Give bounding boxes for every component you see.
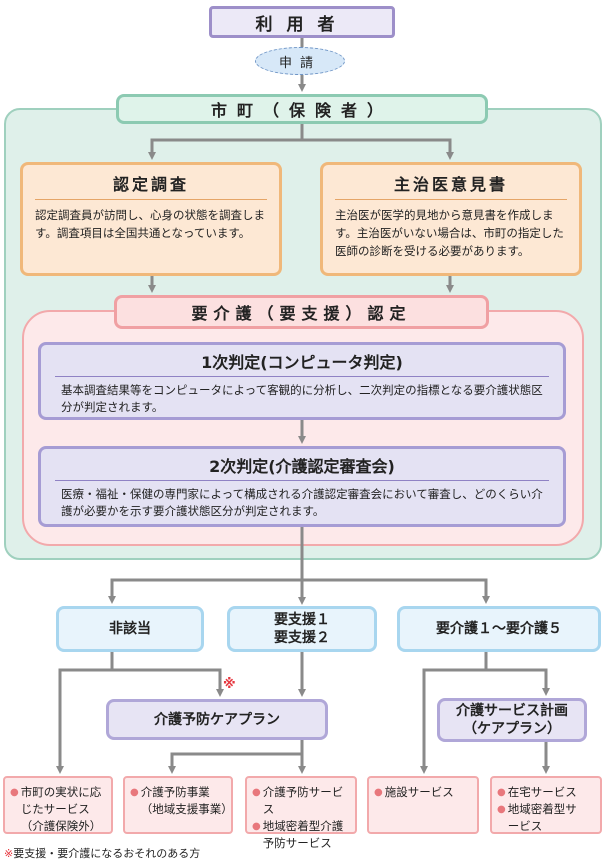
service-item: ●市町の実状に応 じたサービス （介護保険外） xyxy=(10,784,107,835)
bullet-icon: ● xyxy=(252,787,261,798)
service-label: 市町の実状に応 じたサービス （介護保険外） xyxy=(20,785,102,833)
certification-header: 要介護（要支援）認定 xyxy=(114,295,489,329)
result-not-applicable: 非該当 xyxy=(56,606,204,652)
arrow-to-care xyxy=(302,578,490,604)
result-care-label: 要介護１～要介護５ xyxy=(436,621,562,637)
application-oval: 申請 xyxy=(255,47,345,75)
user-box: 利用者 xyxy=(209,6,395,38)
service-label: 介護予防サービス xyxy=(262,785,344,816)
service-item: ●地域密着型介護 予防サービス xyxy=(252,818,351,852)
service-box-prevention-project: ●介護予防事業 （地域支援事業） xyxy=(123,776,233,834)
service-item: ●施設サービス xyxy=(374,784,473,801)
primary-judgment-text: 基本調査結果等をコンピュータによって客観的に分析し、二次判定の指標となる要介護状… xyxy=(61,383,543,414)
municipality-label: 市町（保険者） xyxy=(210,101,393,120)
arrow-to-local-service xyxy=(56,652,114,774)
investigation-title: 認定調査 xyxy=(35,171,267,200)
bullet-icon: ● xyxy=(497,804,506,815)
user-label: 利用者 xyxy=(255,14,349,35)
bullet-icon: ● xyxy=(252,821,261,832)
result-support-label: 要支援１ 要支援２ xyxy=(274,612,330,646)
service-label: 施設サービス xyxy=(384,785,454,799)
arrow-to-not-applicable xyxy=(108,578,302,604)
footnote: ※要支援・要介護になるおそれのある方 xyxy=(4,845,200,861)
municipality-header: 市町（保険者） xyxy=(116,94,488,124)
investigation-box: 認定調査 認定調査員が訪問し、心身の状態を調査します。調査項目は全国共通となって… xyxy=(20,162,282,276)
prevention-care-plan: 介護予防ケアプラン xyxy=(106,699,328,740)
bullet-icon: ● xyxy=(374,787,383,798)
bullet-icon: ● xyxy=(10,787,19,798)
arrow-to-prevention-plan xyxy=(112,668,224,697)
service-item: ●在宅サービス xyxy=(497,784,596,801)
bullet-icon: ● xyxy=(130,787,139,798)
service-label: 地域密着型サ ービス xyxy=(507,802,577,833)
footnote-mark: ※ xyxy=(4,847,14,860)
service-label: 地域密着型介護 予防サービス xyxy=(262,819,344,850)
secondary-judgment-text: 医療・福祉・保健の専門家によって構成される介護認定審査会において審査し、どのくら… xyxy=(61,487,543,518)
service-item: ●地域密着型サ ービス xyxy=(497,801,596,835)
care-service-plan: 介護サービス計画 （ケアプラン） xyxy=(437,698,587,742)
arrow-to-prevention-project xyxy=(168,740,304,774)
service-box-home: ●在宅サービス ●地域密着型サ ービス xyxy=(490,776,602,834)
service-item: ●介護予防事業 （地域支援事業） xyxy=(130,784,233,818)
prevention-care-plan-label: 介護予防ケアプラン xyxy=(154,711,280,728)
secondary-judgment-title: 2次判定(介護認定審査会) xyxy=(55,453,549,481)
doctor-opinion-box: 主治医意見書 主治医が医学的見地から意見書を作成します。主治医がいない場合は、市… xyxy=(320,162,582,276)
service-label: 在宅サービス xyxy=(507,785,577,799)
investigation-text: 認定調査員が訪問し、心身の状態を調査します。調査項目は全国共通となっています。 xyxy=(35,208,265,240)
footnote-text: 要支援・要介護になるおそれのある方 xyxy=(13,847,201,860)
secondary-judgment-box: 2次判定(介護認定審査会) 医療・福祉・保健の専門家によって構成される介護認定審… xyxy=(38,446,566,527)
service-box-facility: ●施設サービス xyxy=(367,776,479,834)
bullet-icon: ● xyxy=(497,787,506,798)
arrow-to-care-plan xyxy=(484,652,550,696)
asterisk-mark: ※ xyxy=(223,677,236,692)
service-label: 介護予防事業 （地域支援事業） xyxy=(140,785,233,816)
application-label: 申請 xyxy=(278,55,321,71)
certification-label: 要介護（要支援）認定 xyxy=(191,304,412,323)
service-box-prevention-service: ●介護予防サービス ●地域密着型介護 予防サービス xyxy=(245,776,357,850)
doctor-opinion-text: 主治医が医学的見地から意見書を作成します。主治医がいない場合は、市町の指定した医… xyxy=(335,208,564,258)
doctor-opinion-title: 主治医意見書 xyxy=(335,171,567,200)
result-support: 要支援１ 要支援２ xyxy=(227,606,377,652)
care-service-plan-label: 介護サービス計画 （ケアプラン） xyxy=(456,703,568,737)
service-box-local: ●市町の実状に応 じたサービス （介護保険外） xyxy=(3,776,113,834)
result-not-applicable-label: 非該当 xyxy=(109,621,151,637)
service-item: ●介護予防サービス xyxy=(252,784,351,818)
primary-judgment-box: 1次判定(コンピュータ判定) 基本調査結果等をコンピュータによって客観的に分析し… xyxy=(38,342,566,420)
result-care: 要介護１～要介護５ xyxy=(397,606,601,652)
primary-judgment-title: 1次判定(コンピュータ判定) xyxy=(55,349,549,377)
